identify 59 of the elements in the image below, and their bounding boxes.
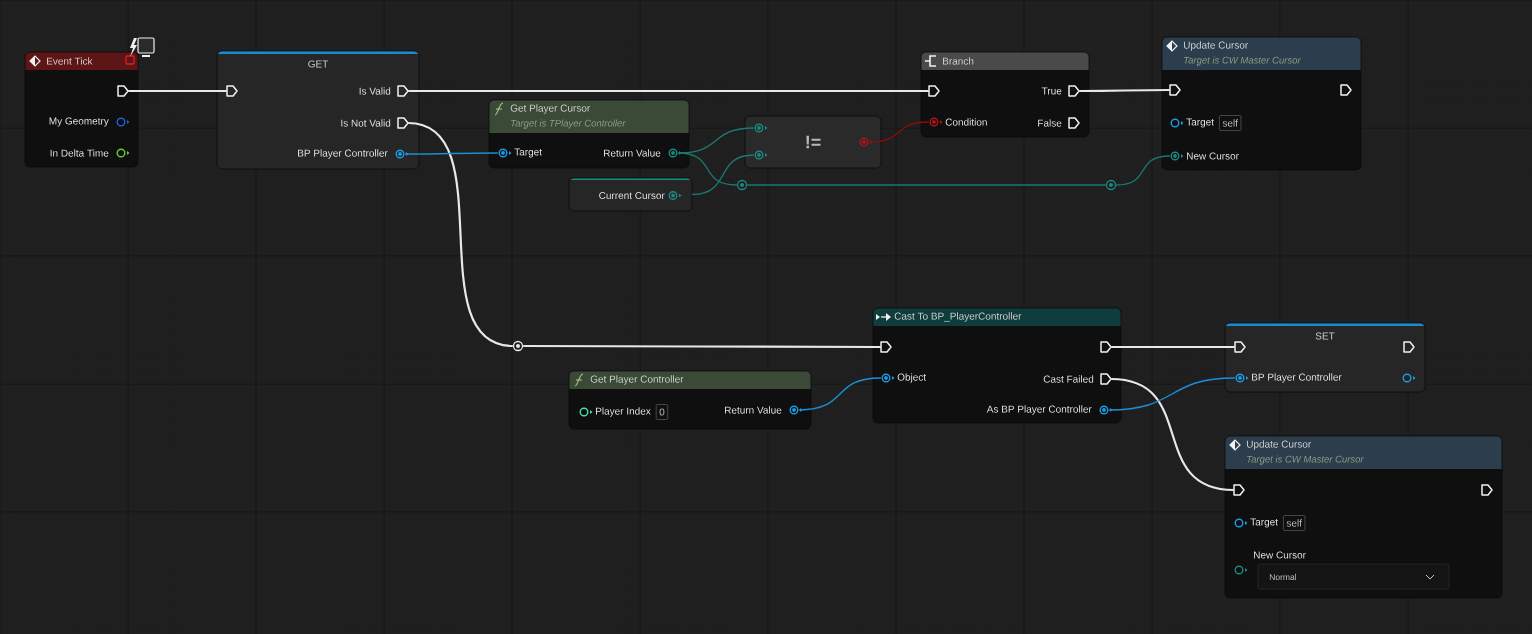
pin-label: Target bbox=[1250, 518, 1278, 528]
wire bbox=[1111, 377, 1234, 492]
pin-label: BP Player Controller bbox=[1252, 373, 1342, 383]
wire bbox=[407, 121, 514, 348]
pin-label: In Delta Time bbox=[50, 149, 109, 157]
exec-pin bbox=[1233, 484, 1245, 496]
pin-label: Object bbox=[897, 373, 927, 383]
exec-pin bbox=[1100, 341, 1112, 353]
wire bbox=[404, 152, 499, 155]
wire bbox=[798, 377, 882, 411]
data-pin bbox=[754, 123, 768, 133]
exec-pin bbox=[1340, 84, 1352, 96]
pin-label: False bbox=[1038, 119, 1062, 127]
pin-label: Is Not Valid bbox=[341, 119, 391, 127]
reroute-knot bbox=[1105, 179, 1117, 191]
pin-label: BP Player Controller bbox=[298, 149, 388, 159]
pin-label: Return Value bbox=[604, 149, 661, 157]
exec-pin bbox=[226, 85, 238, 97]
wire bbox=[868, 121, 930, 143]
input-field: self bbox=[1283, 515, 1306, 531]
data-pin bbox=[1402, 373, 1416, 383]
wire bbox=[128, 89, 227, 93]
reroute-knot bbox=[736, 179, 748, 191]
data-pin bbox=[859, 137, 873, 147]
pin-label: Target bbox=[514, 148, 542, 158]
exec-pin bbox=[117, 85, 129, 97]
wire bbox=[1079, 88, 1170, 93]
exec-pin bbox=[1169, 84, 1181, 96]
exec-pin bbox=[1481, 484, 1493, 496]
dropdown-field: Normal bbox=[1257, 563, 1450, 590]
pin-label: True bbox=[1041, 87, 1062, 95]
pin-label: Target bbox=[1186, 118, 1214, 128]
input-field: 0 bbox=[656, 404, 668, 420]
reroute-knot bbox=[512, 340, 524, 352]
pin-label: As BP Player Controller bbox=[986, 405, 1092, 415]
pin-label: Return Value bbox=[725, 406, 782, 414]
wire bbox=[523, 344, 881, 349]
pin-label: Is Valid bbox=[359, 87, 391, 95]
pin-label: My Geometry bbox=[49, 117, 109, 127]
graph-node: Current Cursor bbox=[568, 177, 693, 212]
graph-node: != bbox=[744, 115, 882, 169]
exec-pin bbox=[1234, 341, 1246, 353]
exec-pin bbox=[1403, 341, 1415, 353]
wire bbox=[746, 184, 1107, 186]
data-pin bbox=[754, 150, 768, 160]
pin-label: New Cursor bbox=[1187, 152, 1239, 160]
wire bbox=[1115, 155, 1171, 186]
exec-pin bbox=[880, 341, 892, 353]
pin-label: Player Index bbox=[596, 407, 651, 417]
pin-label: Cast Failed bbox=[1043, 375, 1094, 383]
wire bbox=[1111, 345, 1235, 349]
wire bbox=[1108, 377, 1236, 411]
exec-pin bbox=[928, 85, 940, 97]
pin-label: New Cursor bbox=[1254, 551, 1306, 559]
pin-label: Condition bbox=[945, 118, 987, 126]
wire bbox=[691, 154, 755, 196]
input-field: self bbox=[1219, 115, 1242, 131]
wire bbox=[677, 152, 738, 186]
wire bbox=[408, 89, 929, 93]
